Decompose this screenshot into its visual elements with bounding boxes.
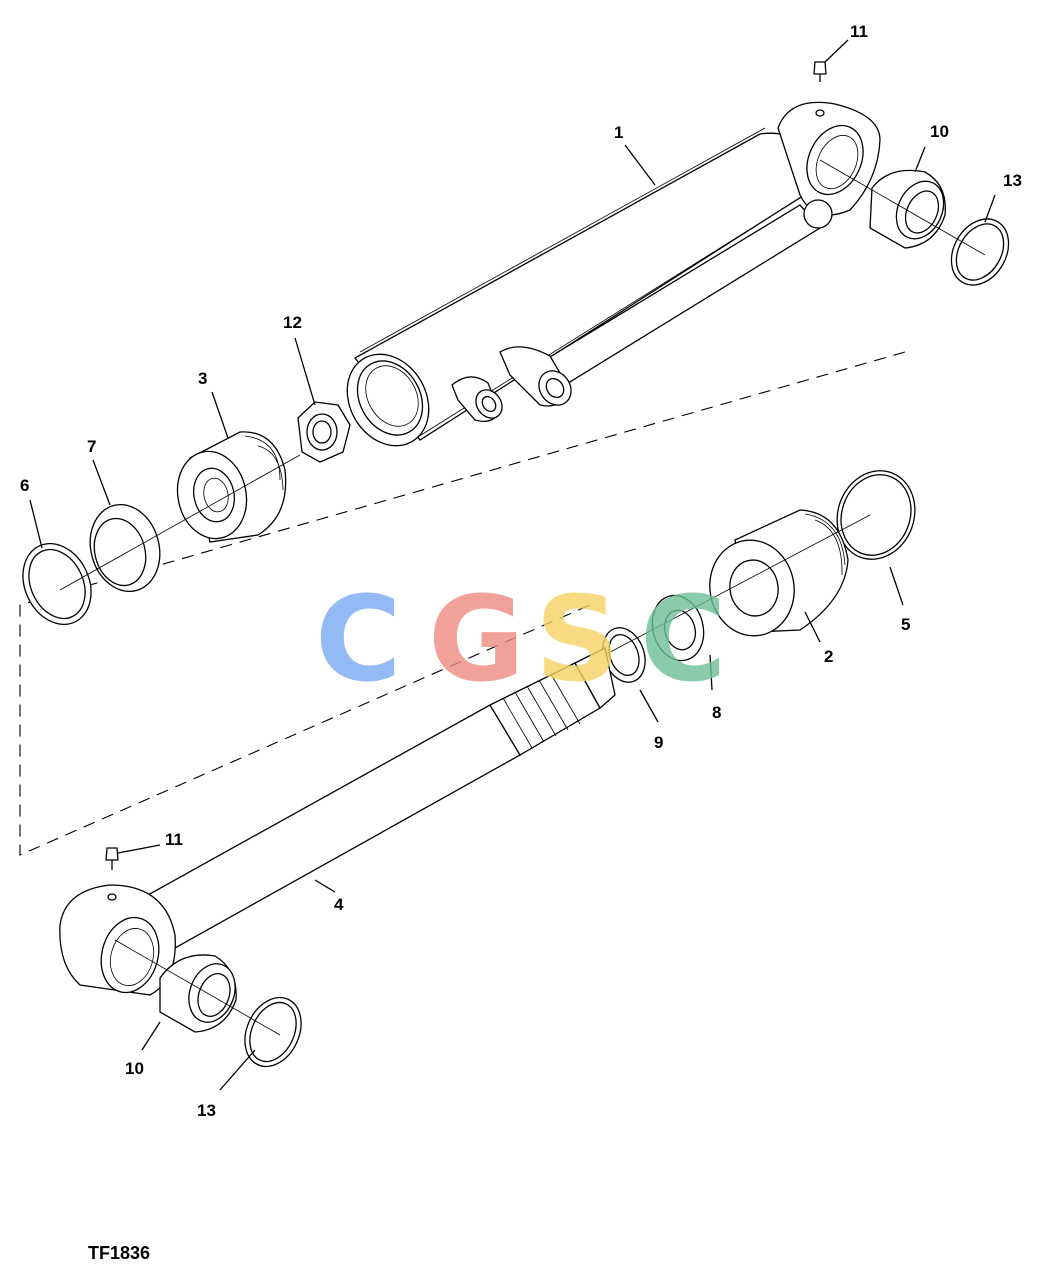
part-2-gland <box>709 509 849 637</box>
part-4-piston-rod <box>59 647 616 996</box>
callout-5: 5 <box>901 615 910 634</box>
watermark-letter-4: C <box>640 570 727 708</box>
callout-labels: 1 2 3 4 5 6 7 8 9 10 10 11 11 12 13 13 <box>20 22 1022 1120</box>
callout-10-top: 10 <box>930 122 949 141</box>
part-3-piston <box>176 431 287 543</box>
assembly-dashed-line <box>19 351 906 856</box>
callout-13-bottom: 13 <box>197 1101 216 1120</box>
callout-2: 2 <box>824 647 833 666</box>
watermark-letter-1: C <box>315 570 402 708</box>
callout-12: 12 <box>283 313 302 332</box>
axis-line-piston <box>59 454 301 591</box>
callout-11-bottom: 11 <box>165 830 183 849</box>
part-10-bushing-bottom <box>159 954 237 1033</box>
part-13-snap-ring-bottom <box>244 996 302 1068</box>
figure-id: TF1836 <box>88 1243 151 1263</box>
part-8-wiper <box>651 594 705 662</box>
callout-6: 6 <box>20 476 29 495</box>
watermark-letter-3: S <box>535 570 620 708</box>
watermark-letter-2: G <box>428 570 525 708</box>
part-12-nut <box>297 401 351 463</box>
callout-13-top: 13 <box>1003 171 1022 190</box>
part-6-seal-ring <box>22 542 92 626</box>
part-5-o-ring <box>836 470 916 560</box>
part-11-grease-fitting-top <box>813 61 827 82</box>
callout-11-top: 11 <box>850 22 868 41</box>
part-7-wear-ring <box>89 503 161 593</box>
callout-3: 3 <box>198 369 207 388</box>
part-11-grease-fitting-bottom <box>105 847 119 870</box>
axis-line-eye-top <box>819 159 986 256</box>
axis-line-eye-bottom <box>114 939 281 1036</box>
watermark-logo: C G S C <box>315 570 727 708</box>
part-1-cylinder-barrel <box>346 101 881 447</box>
callout-7: 7 <box>87 437 96 456</box>
axis-line-rod <box>579 514 871 669</box>
part-10-bushing-top <box>869 169 946 249</box>
callout-9: 9 <box>654 733 663 752</box>
callout-4: 4 <box>334 895 344 914</box>
callout-1: 1 <box>614 123 623 142</box>
leader-lines <box>29 39 996 1091</box>
callout-8: 8 <box>712 703 721 722</box>
callout-10-bottom: 10 <box>125 1059 144 1078</box>
